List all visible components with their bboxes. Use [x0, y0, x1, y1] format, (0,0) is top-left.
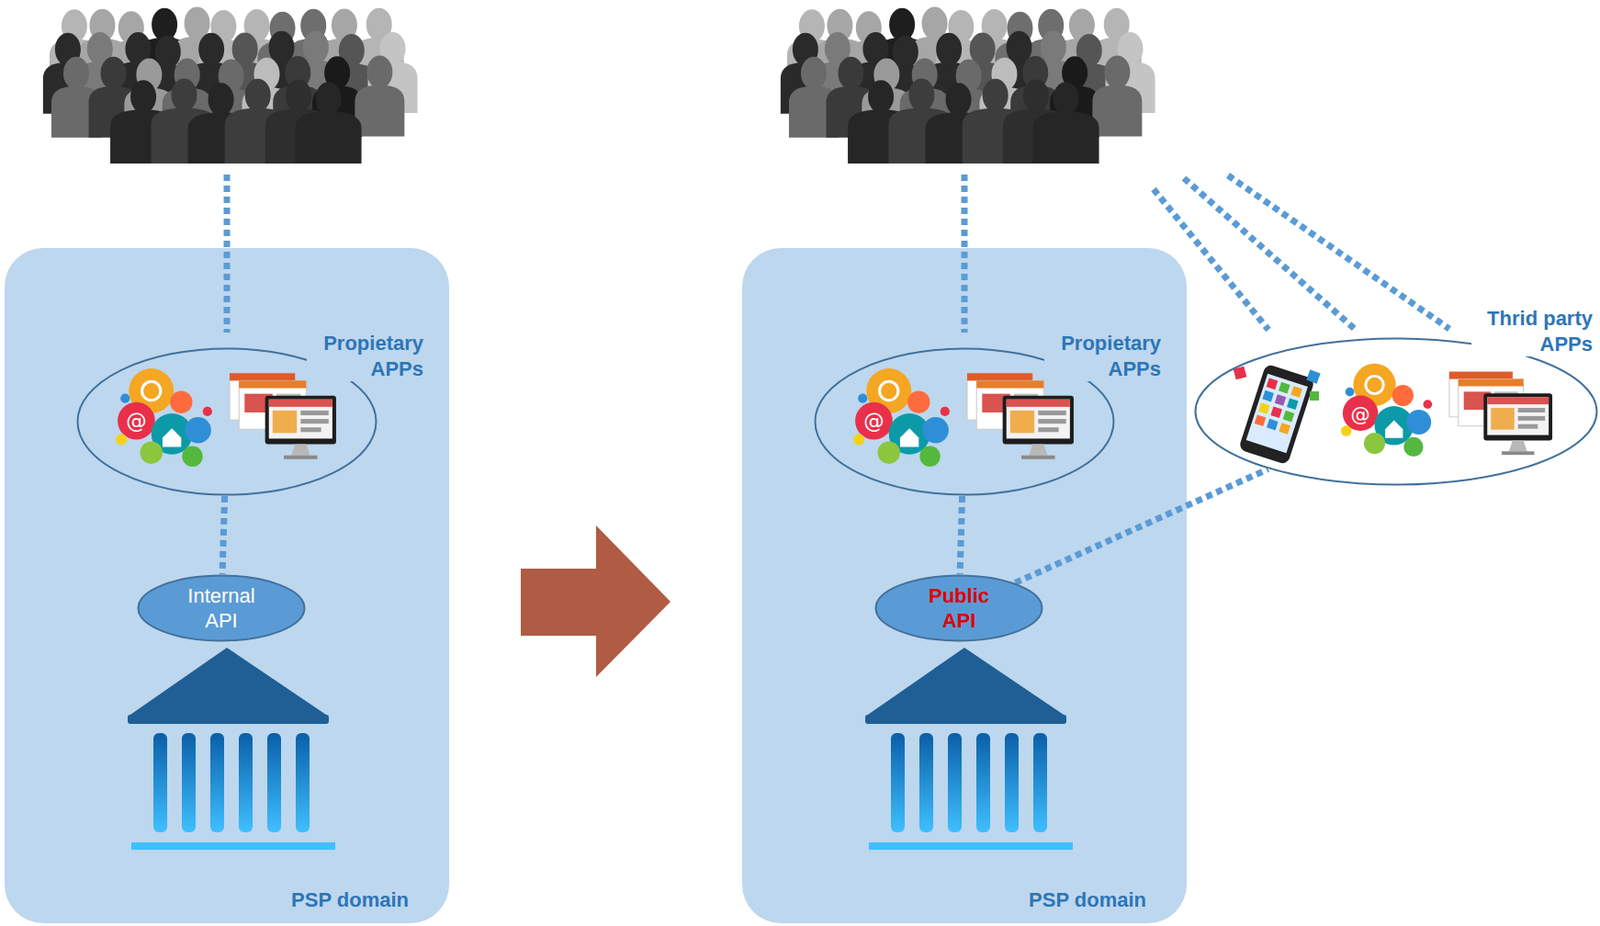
- crowd: [780, 6, 1156, 164]
- api-ellipse: Internal API: [136, 574, 306, 643]
- domain-panel: PSP domain Propietary APPsInternal API: [4, 247, 450, 924]
- leader-lines: [226, 174, 1450, 333]
- web-icons: [967, 372, 1074, 460]
- transition-arrow: [520, 525, 671, 677]
- panel-ground: [4, 247, 450, 924]
- apps-group: Propietary APPs: [813, 347, 1116, 496]
- domain-panel: PSP domain Propietary APPsPublic API: [742, 247, 1187, 924]
- crowd: [43, 6, 418, 164]
- phone-icon: [1233, 363, 1321, 466]
- web-icons: [229, 372, 337, 460]
- dotted-connector: [959, 495, 963, 575]
- panel-label: PSP domain: [289, 887, 411, 913]
- app-icons: [853, 368, 950, 467]
- group-label: Propietary APPs: [306, 330, 426, 382]
- app-icons: [1340, 363, 1432, 457]
- group-label: Propietary APPs: [1044, 330, 1163, 382]
- panel-ground: [742, 247, 1187, 924]
- panel-label: PSP domain: [1026, 887, 1149, 913]
- api-label: Internal API: [175, 583, 268, 634]
- web-icons: [1449, 371, 1553, 455]
- api-label: Public API: [912, 583, 1005, 634]
- bank-icon: [127, 647, 336, 850]
- bank-icon: [865, 647, 1073, 850]
- dotted-connector: [222, 495, 226, 575]
- group-outline: [1194, 337, 1599, 486]
- api-ellipse: Public API: [874, 574, 1044, 643]
- app-icons: [115, 368, 213, 467]
- dotted-connector: [1014, 469, 1268, 584]
- group-label: Thrid party APPs: [1471, 305, 1595, 357]
- apps-group: Thrid party APPs: [1194, 337, 1599, 486]
- apps-group: Propietary APPs: [76, 347, 378, 496]
